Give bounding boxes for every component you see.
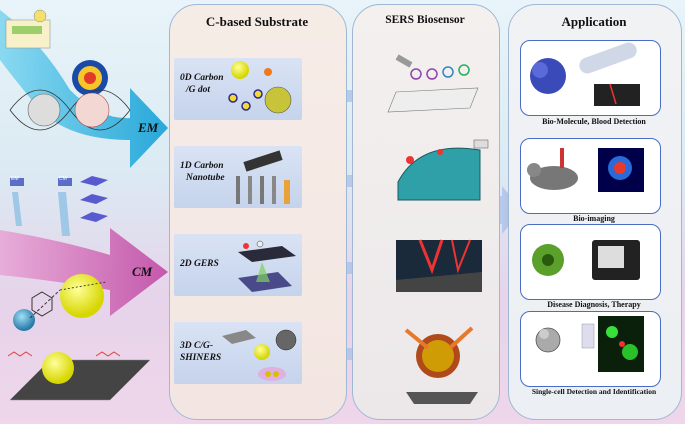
em-label: EM <box>138 120 159 135</box>
app-label-bioimaging: Bio-imaging <box>573 214 615 223</box>
star-dot-icon <box>264 68 272 76</box>
row-label-0d: 0D Carbon /G dot <box>180 73 224 95</box>
mini-em-label: EM <box>11 176 19 182</box>
yellow-dot-icon <box>231 61 249 79</box>
app-label-single-cell: Single-cell Detection and Identification <box>531 387 657 396</box>
em-arrow <box>0 10 168 168</box>
cm-label: CM <box>132 264 153 279</box>
cm-arrow <box>0 228 168 316</box>
row-label-2d: 2D GERS <box>180 259 219 269</box>
app-label-disease: Disease Diagnosis, Therapy <box>547 300 641 309</box>
application-title: Application <box>561 14 627 29</box>
row-label-1d: 1D Carbon Nanotube <box>180 161 225 183</box>
mini-cm-label: CM <box>59 176 67 182</box>
substrate-title: C-based Substrate <box>205 14 309 29</box>
app-label-biomolecule: Bio-Molecule, Blood Detection <box>542 117 646 126</box>
row-label-3d: 3D C/G- SHINERS <box>180 341 222 363</box>
sers-title: SERS Biosensor <box>385 14 465 26</box>
graphene-ball-icon <box>264 86 292 114</box>
